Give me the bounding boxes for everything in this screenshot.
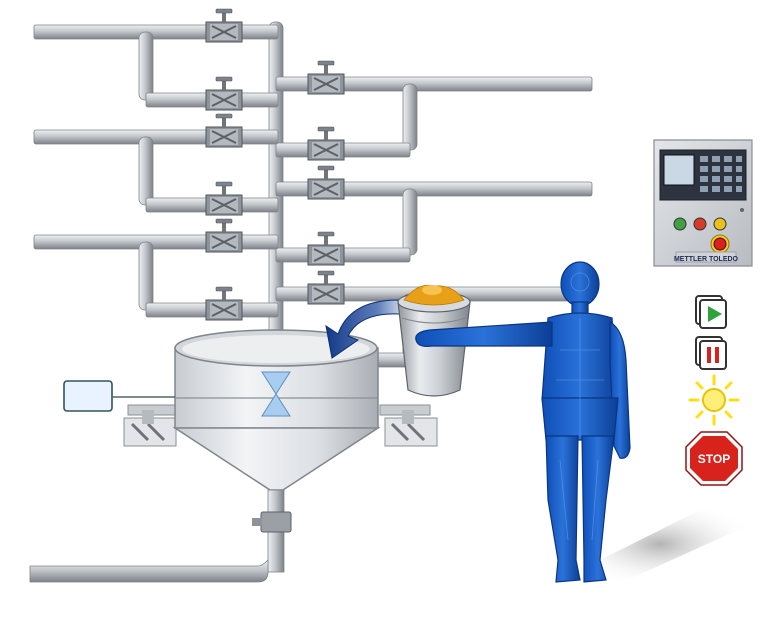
pipe-segment	[138, 31, 154, 101]
load-cell-right	[379, 404, 438, 447]
powder-bucket	[397, 284, 471, 397]
pipe-segment	[138, 136, 154, 206]
red-button[interactable]	[693, 217, 707, 231]
terminal-display	[663, 154, 695, 186]
flow-arrow	[325, 299, 401, 359]
play-icon[interactable]	[695, 295, 727, 329]
terminal-keypad[interactable]	[700, 156, 742, 192]
dosing-hopper	[123, 329, 438, 491]
valve[interactable]	[205, 181, 243, 216]
mixer-symbol	[261, 371, 291, 417]
hopper-outlet	[29, 489, 292, 583]
pause-icon[interactable]	[695, 336, 727, 370]
operator-shadow	[560, 500, 760, 588]
load-cell-left	[123, 404, 179, 447]
powder	[403, 284, 465, 306]
valve[interactable]	[205, 76, 243, 111]
stop-label: STOP	[698, 452, 730, 466]
pipe-segment	[402, 83, 418, 151]
level-sensor	[63, 380, 175, 412]
valve[interactable]	[307, 60, 345, 95]
pipe-segment	[138, 241, 154, 311]
green-button[interactable]	[673, 217, 687, 231]
valve[interactable]	[307, 126, 345, 161]
valve[interactable]	[307, 270, 345, 305]
valve[interactable]	[307, 231, 345, 266]
weighing-terminal: METTLER TOLEDO	[653, 139, 753, 267]
valve[interactable]	[307, 165, 345, 200]
pipe-segment	[275, 76, 593, 92]
yellow-button[interactable]	[713, 217, 727, 231]
pipe-segment	[402, 188, 418, 256]
valve[interactable]	[205, 113, 243, 148]
operator-outline	[556, 272, 604, 541]
brand-label: METTLER TOLEDO	[674, 256, 739, 263]
stop-sign-icon[interactable]: STOP	[685, 431, 743, 486]
valve[interactable]	[205, 286, 243, 321]
pipe-segment	[275, 181, 593, 197]
valve[interactable]	[205, 218, 243, 253]
valve[interactable]	[205, 8, 243, 43]
emergency-stop-button[interactable]	[713, 237, 727, 251]
operator-figure	[415, 261, 631, 583]
signal-light-icon	[688, 374, 740, 426]
